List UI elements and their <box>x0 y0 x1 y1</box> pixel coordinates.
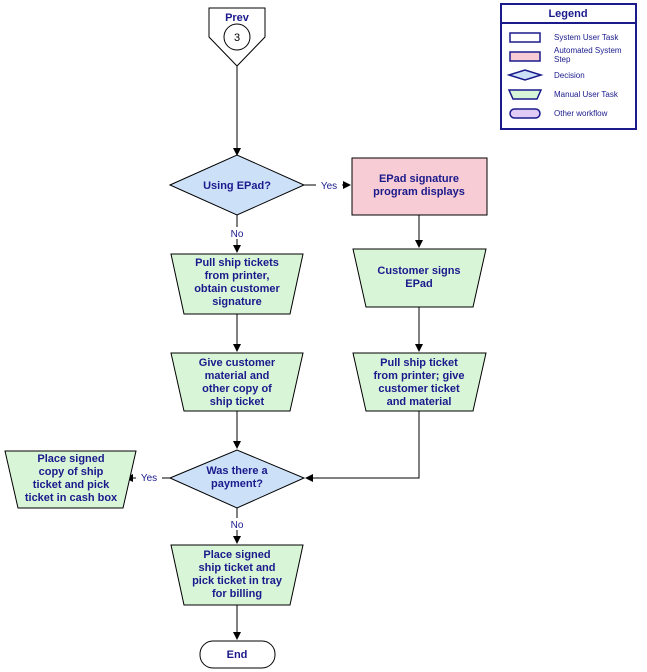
text-line: material and <box>205 370 270 382</box>
text-line: EPad signature <box>379 173 459 185</box>
edge-label-payment-yes: Yes <box>141 473 157 484</box>
offpage-number-circle <box>223 23 251 51</box>
edge-label-bg <box>226 518 248 530</box>
edge-label-bg <box>226 227 248 239</box>
decision-using-epad-label: Using EPad? <box>203 180 271 192</box>
text-line: Pull ship ticket <box>380 357 458 369</box>
edge-label-epad-yes: Yes <box>321 181 337 192</box>
text-line: ship ticket and <box>198 562 275 574</box>
legend-title: Legend <box>548 8 587 20</box>
text-line: Place signed <box>203 549 270 561</box>
text-line: for billing <box>212 588 262 600</box>
text-line: other copy of <box>202 383 272 395</box>
legend-item-other-workflow: Other workflow <box>554 109 608 118</box>
legend-item-system-user-task: System User Task <box>554 33 619 42</box>
text-line: Decision <box>554 71 585 80</box>
text-line: Step <box>554 55 571 64</box>
offpage-number: 3 <box>234 32 240 44</box>
legend-automated-step-swatch <box>509 51 541 62</box>
edge-pull-to-payment <box>305 411 420 482</box>
terminator-end[interactable]: End <box>199 640 276 669</box>
terminator-end-label: End <box>227 649 248 661</box>
offpage-label: Prev <box>225 12 250 24</box>
legend-item-decision: Decision <box>554 71 585 80</box>
edge-label-bg <box>136 472 162 484</box>
text-line: End <box>227 649 248 661</box>
text-line: program displays <box>373 186 465 198</box>
text-line: payment? <box>211 478 263 490</box>
text-line: signature <box>212 296 262 308</box>
text-line: Other workflow <box>554 109 608 118</box>
legend-item-manual-task: Manual User Task <box>554 90 619 99</box>
text-line: Customer signs <box>377 265 460 277</box>
legend-decision-swatch <box>506 69 544 81</box>
text-line: Manual User Task <box>554 90 619 99</box>
text-line: Place signed <box>37 453 104 465</box>
legend-other-workflow-swatch <box>509 108 541 119</box>
edge-label-payment-no: No <box>231 520 244 531</box>
decision-using-epad[interactable]: Using EPad? <box>168 154 306 216</box>
legend-border <box>500 3 637 130</box>
text-line: ticket in cash box <box>25 492 118 504</box>
text-line: from printer; give <box>373 370 464 382</box>
legend: Legend System User Task Automated System… <box>500 3 637 130</box>
text-line: System User Task <box>554 33 619 42</box>
legend-system-user-task-swatch <box>509 32 541 43</box>
text-line: ticket and pick <box>33 479 110 491</box>
text-line: Give customer <box>199 357 276 369</box>
text-line: copy of ship <box>39 466 104 478</box>
text-line: and material <box>387 396 452 408</box>
text-line: EPad <box>405 278 433 290</box>
text-line: Pull ship tickets <box>195 257 279 269</box>
text-line: Automated System <box>554 46 622 55</box>
text-line: ship ticket <box>210 396 265 408</box>
offpage-connector-prev[interactable]: Prev 3 <box>208 7 266 67</box>
edge-label-epad-no: No <box>231 229 244 240</box>
text-line: from printer, <box>205 270 270 282</box>
text-line: obtain customer <box>194 283 280 295</box>
text-line: customer ticket <box>378 383 460 395</box>
text-line: pick ticket in tray <box>192 575 283 587</box>
text-line: Using EPad? <box>203 180 271 192</box>
legend-manual-task-swatch <box>507 89 543 100</box>
text-line: Was there a <box>206 465 268 477</box>
edge-label-bg <box>316 179 342 191</box>
